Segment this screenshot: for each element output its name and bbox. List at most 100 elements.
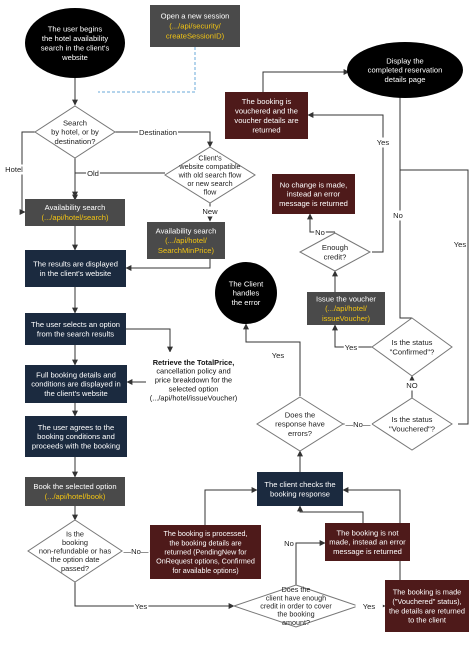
decision-status-vouchered-shape	[371, 397, 453, 451]
availability-search-box: Availability search(.../api/hotel/search…	[25, 199, 125, 226]
decision-compatible-shape	[164, 146, 256, 204]
edge-credit-yes-to-booking-returned	[307, 112, 384, 253]
node-text: The booking is made("Vouchered" status),…	[389, 587, 465, 624]
node-text: Issue the voucher(.../api/hotel/issueVou…	[316, 295, 376, 323]
label-no-have-credit-bg	[283, 538, 295, 549]
edge-processed-to-checks	[204, 487, 258, 525]
label-old-bg	[86, 168, 100, 179]
node-text: Book the selected option(.../api/hotel/b…	[33, 482, 116, 501]
book-option-box-shape	[25, 477, 125, 506]
label-no-errors-bg	[344, 419, 372, 430]
edge-session-note	[98, 47, 196, 93]
edge-notmade-to-checks	[297, 505, 364, 523]
label-new: New	[202, 207, 218, 216]
booking-made-box: The booking is made("Vouchered" status),…	[385, 580, 469, 632]
results-displayed-box-shape	[25, 250, 126, 287]
label-yes-vouchered-bg	[452, 239, 468, 250]
edge-credit-no-to-nochange	[307, 213, 335, 233]
label-no-vouchered: NO	[406, 381, 417, 390]
label-yes-errors-bg	[270, 350, 286, 361]
label-new-bg	[201, 206, 220, 217]
decision-status-vouchered: Is the status"Vouchered"?	[371, 397, 453, 451]
client-checks-box-shape	[257, 472, 343, 506]
label-no-credit-bg	[314, 227, 326, 238]
booking-processed-box: The booking is processed,the booking det…	[150, 525, 261, 579]
open-session-box: Open a new session(.../api/security/crea…	[150, 5, 240, 47]
availability-search-box-shape	[25, 199, 125, 226]
full-details-box-shape	[25, 365, 127, 403]
booking-processed-box-shape	[150, 525, 261, 579]
decision-have-credit-shape	[232, 584, 360, 628]
label-yes-have-credit: Yes	[363, 602, 376, 611]
label-yes-have-credit-bg	[355, 601, 383, 612]
node-text: Open a new session(.../api/security/crea…	[161, 12, 230, 41]
edge-booking-returned-to-display	[262, 69, 350, 92]
decision-errors-shape	[256, 396, 344, 452]
label-yes-errors: Yes	[272, 351, 285, 360]
retrieve-price-box: Retrieve the TotalPrice,cancellation pol…	[146, 352, 241, 408]
availability-search-min-box: Availability search(.../api/hotel/Search…	[147, 222, 225, 259]
label-yes-confirmed-bg	[343, 342, 359, 353]
label-yes-vouchered: Yes	[454, 240, 467, 249]
edge-compatible-old	[72, 172, 165, 198]
decision-enough-credit-shape	[298, 232, 372, 272]
select-option-box-shape	[25, 313, 126, 345]
label-yes-confirmed: Yes	[345, 343, 358, 352]
decision-status-confirmed: Is the status"Confirmed"?	[371, 317, 453, 377]
label-no-nonrefundable: —No—	[124, 547, 149, 556]
decision-search-type-shape	[34, 105, 116, 159]
node-text: Availability search(.../api/hotel/search…	[41, 203, 109, 222]
issue-voucher-box: Issue the voucher(.../api/hotel/issueVou…	[307, 292, 385, 325]
label-no-vouchered-bg	[405, 380, 419, 391]
label-no-confirmed: No	[393, 211, 403, 220]
label-hotel-bg	[4, 164, 25, 175]
edge-select-to-retrieve	[126, 328, 173, 353]
edge-confirmed-no-to-display	[397, 91, 412, 319]
label-no-nonrefundable-bg	[122, 546, 150, 557]
label-yes-credit-bg	[375, 137, 391, 148]
label-hotel: Hotel	[5, 165, 23, 174]
edge-confirmed-yes-to-issue	[332, 324, 372, 348]
open-session-box-shape	[150, 5, 240, 47]
label-yes-nonrefundable: Yes	[135, 602, 148, 611]
label-no-confirmed-bg	[392, 210, 404, 221]
label-destination-bg	[138, 127, 178, 138]
client-handles-error-terminal-shape	[215, 262, 277, 324]
node-text: Retrieve the TotalPrice,cancellation pol…	[150, 358, 238, 403]
label-no-have-credit: No	[284, 539, 294, 548]
availability-search-min-box-shape	[147, 222, 225, 259]
node-text: The booking is processed,the booking det…	[156, 529, 255, 575]
booking-vouchered-box-shape	[225, 92, 308, 139]
agrees-box-shape	[25, 416, 127, 457]
